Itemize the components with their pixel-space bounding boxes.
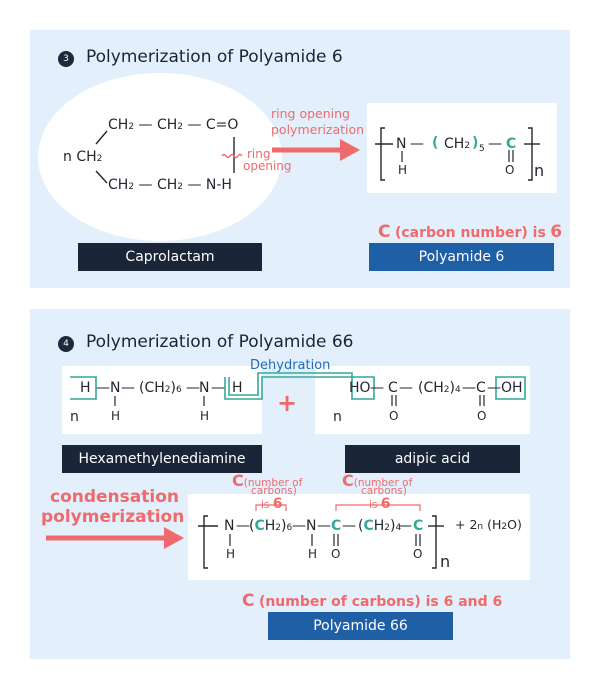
polyamide6-label: Polyamide 6 (369, 243, 554, 271)
pa6-N: N (396, 136, 407, 152)
annotation-acid-carbons: C(number of (342, 471, 413, 490)
polyamide66-label: Polyamide 66 (268, 612, 453, 640)
acid-HO: HO (349, 380, 371, 396)
diamine-Hb1: H (111, 409, 121, 423)
caprolactam-row3: CH2 — CH2 — N-H (108, 177, 232, 193)
diamine-dash4: — (211, 380, 225, 396)
pa6-dash2: — (488, 136, 502, 152)
ring-opening-label-2: polymerization (271, 122, 365, 137)
pa66-dash1: — (236, 518, 250, 534)
pa66-dash5: — (398, 518, 412, 534)
ring-cut-label-2: opening (243, 159, 292, 173)
caprolactam-row2: n CH2 (63, 149, 103, 165)
step-number-badge-3: 3 (58, 51, 74, 67)
acid-OH: OH (501, 380, 523, 396)
ring-cut-wave (221, 153, 243, 159)
acid-C2: C (476, 380, 486, 396)
caprolactam-row1: CH2 — CH2 — C=O (108, 117, 239, 133)
annotation-acid-carbons-2: carbons) (361, 485, 407, 497)
caprolactam-label: Caprolactam (78, 243, 262, 271)
diamine-label: Hexamethylenediamine (62, 445, 262, 473)
acid-O1: O (389, 409, 399, 423)
diamine-n: n (70, 409, 79, 425)
pa6-C: C (506, 136, 517, 152)
polyamide66-structure-box (188, 494, 530, 580)
pa66-dash3: — (317, 518, 331, 534)
annotation-diamine-is: is 6 (261, 496, 283, 512)
caprolactam-ellipse (38, 73, 282, 241)
polyamide6-structure-box (367, 103, 557, 193)
pa6-open-paren: ( (432, 135, 439, 151)
pa6-n: n (534, 161, 545, 180)
diamine-H1: H (80, 380, 91, 396)
diamine-N1: N (110, 380, 121, 396)
ring-bond-lower (95, 170, 108, 184)
diamine-dash3: — (186, 380, 200, 396)
acid-chain: (CH2)4 (418, 380, 461, 396)
condensation-label-2: polymerization (41, 507, 185, 527)
polyamide6-title: Polymerization of Polyamide 6 (86, 47, 343, 67)
acid-dash4: — (487, 380, 501, 396)
pa6-dash1: — (410, 136, 424, 152)
pa6-CH: CH2 (444, 136, 471, 152)
annotation-diamine-carbons: C(number of (232, 471, 303, 490)
ring-opening-label-1: ring opening (271, 106, 350, 121)
pa66-chain1: (CCHH2)6 (249, 518, 293, 534)
condensation-label-1: condensation (50, 487, 179, 507)
plus-sign: + (277, 389, 298, 417)
pa66-H2: H (308, 547, 318, 561)
pa66-water: + 2n (H2O) (455, 517, 522, 532)
ring-opening-arrow-head (340, 139, 360, 161)
diamine-N2: N (199, 380, 210, 396)
ring-cut-label-1: ring (247, 147, 271, 161)
diamine-dash2: — (121, 380, 135, 396)
pa66-H1: H (226, 547, 236, 561)
annotation-acid-is: is 6 (369, 496, 391, 512)
pa6-carbon-note: C (carbon number) is 6 (378, 222, 563, 242)
adipic-acid-label: adipic acid (345, 445, 520, 473)
pa66-dash2: — (292, 518, 306, 534)
diamine-Hb2: H (200, 409, 210, 423)
pa6-O: O (505, 163, 515, 177)
acid-dash2: — (399, 380, 413, 396)
diamine-H2: H (232, 380, 243, 396)
pa6-H: H (398, 163, 408, 177)
acid-n: n (333, 409, 342, 425)
pa66-dash4: — (342, 518, 356, 534)
condensation-arrow-head (164, 527, 184, 549)
acid-C1: C (388, 380, 398, 396)
diamine-chain: (CH2)6 (139, 380, 182, 396)
ring-bond-upper (95, 130, 108, 145)
acid-dash1: — (370, 380, 384, 396)
acid-dash3: — (462, 380, 476, 396)
dehydration-label: Dehydration (250, 358, 331, 373)
diamine-dash1: — (96, 380, 110, 396)
pa66-C1: C (331, 518, 342, 534)
annotation-diamine-carbons-2: carbons) (251, 485, 297, 497)
pa66-n: n (440, 552, 451, 571)
pa6-sub5: 5 (479, 144, 485, 154)
polyamide66-title: Polymerization of Polyamide 66 (86, 332, 354, 352)
pa66-O1: O (331, 547, 341, 561)
step-number-badge-4: 4 (58, 336, 74, 352)
pa66-carbon-note: C (number of carbons) is 6 and 6 (242, 591, 503, 611)
acid-O2: O (477, 409, 487, 423)
pa66-N1: N (224, 518, 235, 534)
pa66-O2: O (413, 547, 423, 561)
pa6-close-paren: ) (472, 135, 479, 151)
pa66-C2: C (413, 518, 424, 534)
pa66-chain2: (CH2)4 (358, 518, 402, 534)
pa66-N2: N (306, 518, 317, 534)
